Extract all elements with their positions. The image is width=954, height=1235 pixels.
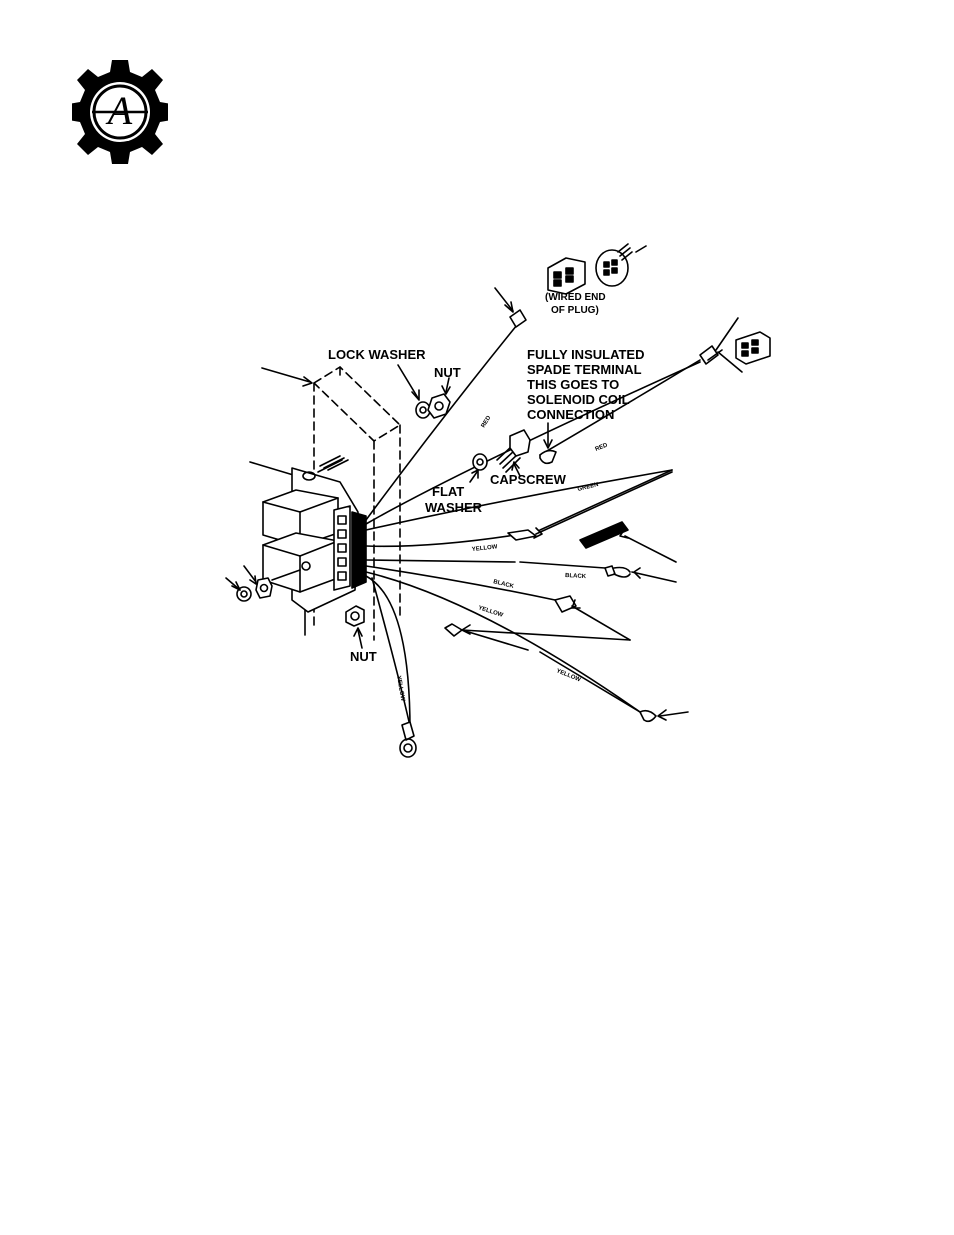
label-capscrew: CAPSCREW bbox=[490, 472, 567, 487]
label-nut-top: NUT bbox=[434, 365, 461, 380]
label-flat: FLAT bbox=[432, 484, 464, 499]
label-washer: WASHER bbox=[425, 500, 483, 515]
black-wire-lower bbox=[366, 566, 555, 600]
label-fully-insulated-5: CONNECTION bbox=[527, 407, 614, 422]
wire-label-black-right: BLACK bbox=[565, 573, 587, 580]
label-fully-insulated-4: SOLENOID COIL bbox=[527, 392, 630, 407]
wire-label-yellow-mid: YELLOW bbox=[472, 544, 498, 553]
wire-label-yellow-lower: YELLOW bbox=[477, 605, 504, 619]
wire-label-red-upper: RED bbox=[481, 415, 493, 429]
label-lock-washer: LOCK WASHER bbox=[328, 347, 426, 362]
wire-label-red-right: RED bbox=[595, 442, 610, 453]
label-fully-insulated-1: FULLY INSULATED bbox=[527, 347, 645, 362]
label-fully-insulated-2: SPADE TERMINAL bbox=[527, 362, 642, 377]
label-wired-end-2: OF PLUG) bbox=[551, 305, 599, 316]
label-fully-insulated-3: THIS GOES TO bbox=[527, 377, 619, 392]
wire-label-yellow-down: YELLOW bbox=[395, 675, 405, 702]
label-nut-bottom: NUT bbox=[350, 649, 377, 664]
wire-label-green: GREEN bbox=[577, 482, 599, 493]
label-wired-end-1: (WIRED END bbox=[545, 292, 606, 303]
